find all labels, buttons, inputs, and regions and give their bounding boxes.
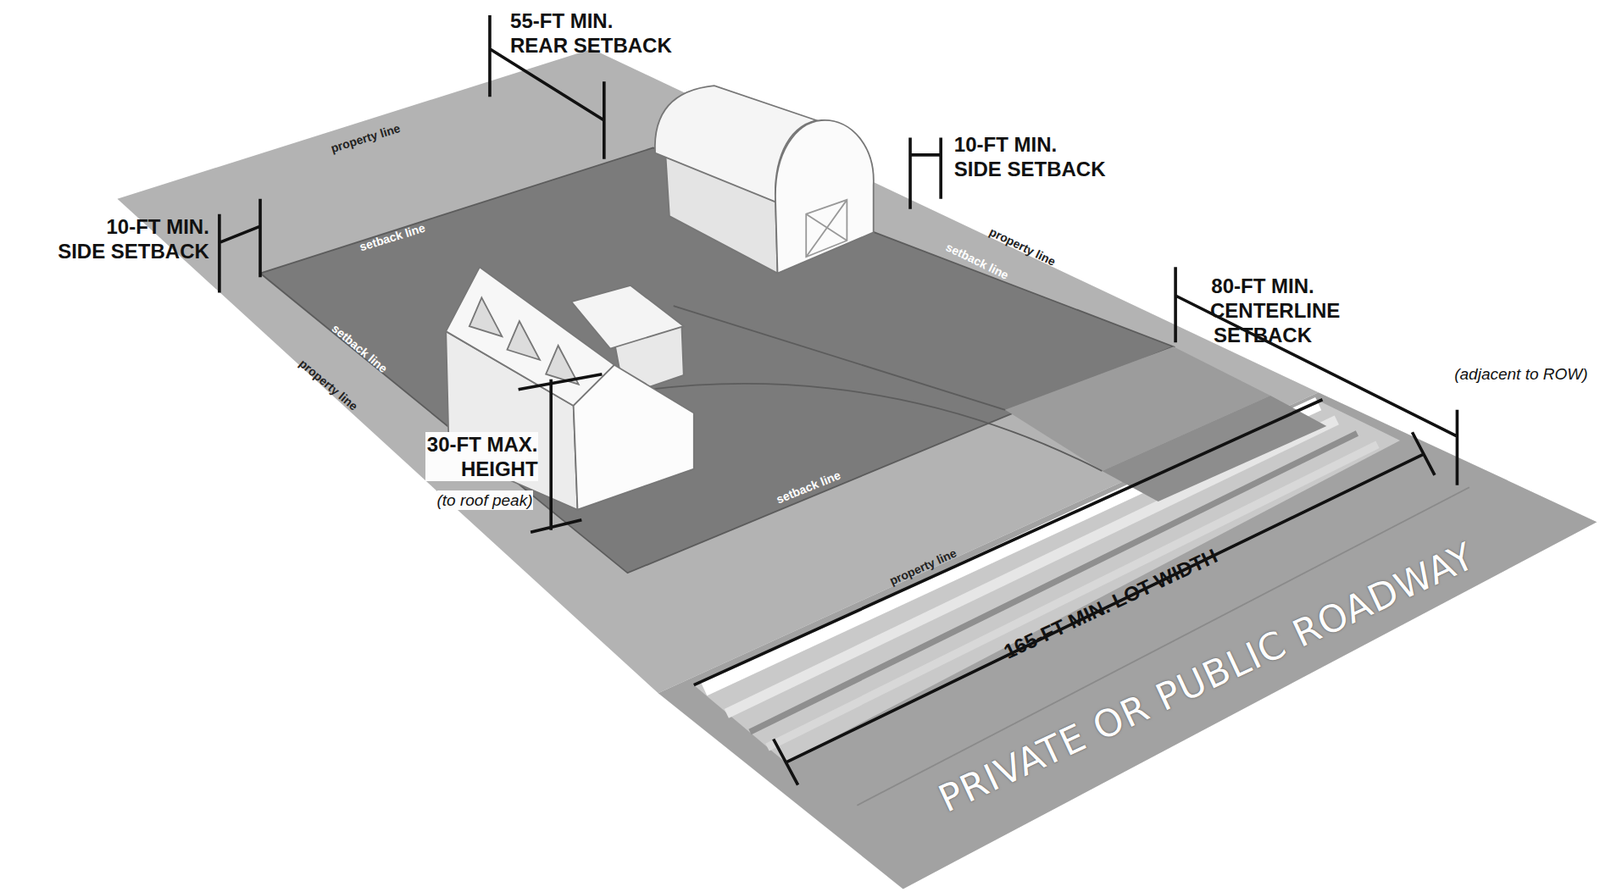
dimension-note: (to roof peak) xyxy=(437,490,534,511)
dimension-label: 10-FT MIN. SIDE SETBACK xyxy=(55,214,210,264)
dimension-label: 80-FT MIN. CENTERLINE SETBACK xyxy=(1210,273,1316,348)
dimension-label: 10-FT MIN. SIDE SETBACK xyxy=(954,132,1108,182)
dimension-label: 55-FT MIN. REAR SETBACK xyxy=(510,8,674,58)
lot-parcel xyxy=(116,49,1318,695)
dimension-note: (adjacent to ROW) xyxy=(1454,364,1588,384)
barn xyxy=(655,85,874,273)
dimension-label: 30-FT MAX. HEIGHT xyxy=(425,432,539,482)
buildable-area xyxy=(260,147,1174,573)
